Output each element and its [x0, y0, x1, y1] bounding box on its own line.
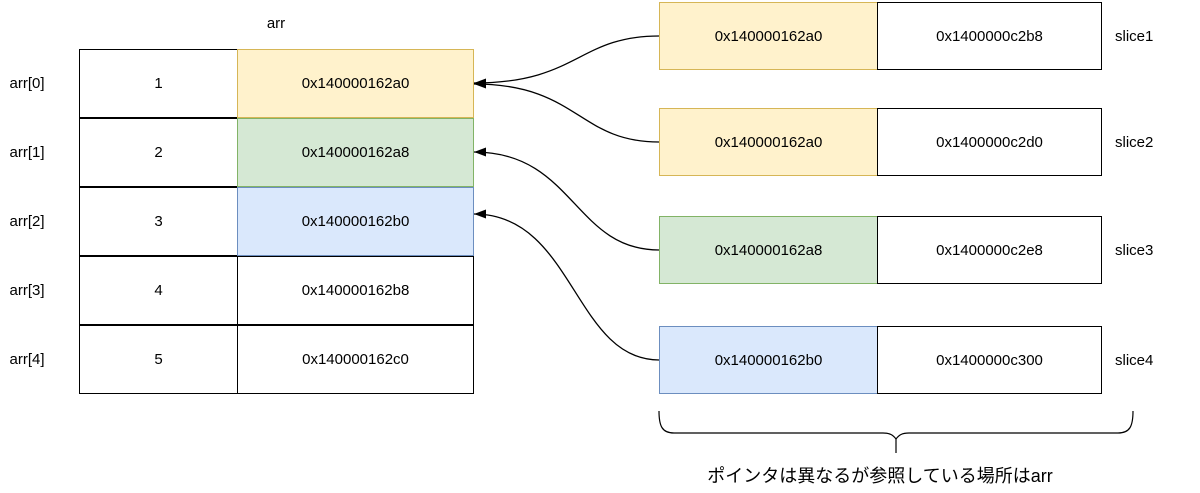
slice-pointer-cell: 0x140000162a0	[659, 108, 878, 176]
array-address-cell: 0x140000162c0	[237, 325, 474, 394]
array-index-label: arr[0]	[9, 75, 45, 92]
slice-label: slice1	[1115, 27, 1154, 45]
array-value-cell: 1	[79, 49, 238, 118]
array-index-label: arr[2]	[9, 213, 45, 230]
array-address-cell: 0x140000162b8	[237, 256, 474, 325]
array-address-cell: 0x140000162b0	[237, 187, 474, 256]
array-value-cell: 5	[79, 325, 238, 394]
slice-pointer-cell: 0x140000162a8	[659, 216, 878, 284]
caption-text: ポインタは異なるが参照している場所はarr	[707, 466, 1053, 486]
array-value-cell: 4	[79, 256, 238, 325]
array-index-label: arr[4]	[9, 351, 45, 368]
slice-second-cell: 0x1400000c2b8	[877, 2, 1102, 70]
arrow-slice1-to-arr0	[473, 35, 660, 88]
slice-second-cell: 0x1400000c2e8	[877, 216, 1102, 284]
slice-pointer-cell: 0x140000162b0	[659, 326, 878, 394]
array-address-cell: 0x140000162a0	[237, 49, 474, 118]
arrow-slice4-to-arr2	[473, 209, 660, 361]
array-title: arr	[266, 15, 286, 32]
slice-second-cell: 0x1400000c2d0	[877, 108, 1102, 176]
array-index-label: arr[1]	[9, 144, 45, 161]
slice-label: slice4	[1115, 351, 1154, 369]
arrow-slice2-to-arr0	[473, 79, 660, 143]
underbrace	[658, 410, 1134, 440]
slice-second-cell: 0x1400000c300	[877, 326, 1102, 394]
array-value-cell: 2	[79, 118, 238, 187]
arrow-slice3-to-arr1	[473, 147, 660, 251]
slice-pointer-cell: 0x140000162a0	[659, 2, 878, 70]
array-value-cell: 3	[79, 187, 238, 256]
slice-label: slice2	[1115, 133, 1154, 151]
array-index-label: arr[3]	[9, 282, 45, 299]
array-address-cell: 0x140000162a8	[237, 118, 474, 187]
slice-label: slice3	[1115, 241, 1154, 259]
